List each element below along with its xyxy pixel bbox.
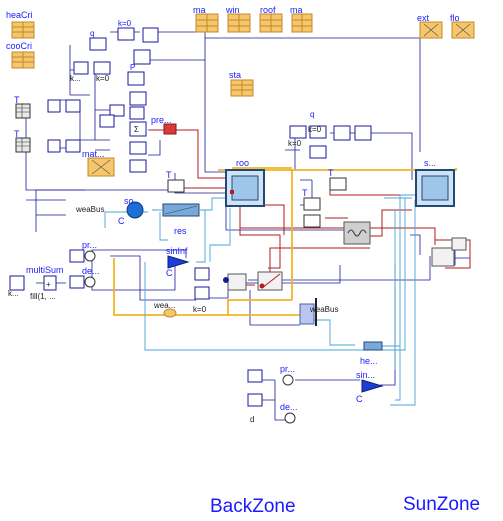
ext-label: ext [417,13,430,23]
sunzone-title: SunZone [403,494,480,515]
sum-block[interactable]: Σ [129,121,147,137]
gain-block-top[interactable]: k... [70,61,89,83]
weaBus-left-label: weaBus [75,205,104,214]
C-so-label: C [118,216,125,226]
res-block[interactable]: res [162,203,200,236]
const-k0-top[interactable]: k=0 [93,61,111,83]
pr-block-1[interactable]: pr... [69,240,97,263]
roof-block[interactable]: roof [259,5,283,33]
svg-text:Σ: Σ [134,125,139,134]
C-sin2-label: C [356,394,363,404]
low-blocks[interactable]: k=0 [193,267,210,314]
wea-small-block[interactable]: wea... [153,301,177,318]
de-block-1[interactable]: de... [69,266,100,289]
P-label: P [130,63,135,72]
T-sun-label: T [328,168,334,178]
valve-blocks[interactable] [223,271,283,291]
res-label: res [174,226,187,236]
sun-control-blocks[interactable]: q k=0 k=0 [288,110,372,159]
backzone-title: BackZone [210,496,296,517]
win-label: win [225,5,240,15]
roof-label: roof [260,5,276,15]
he-block[interactable]: he... [360,341,383,366]
k0-low-label: k=0 [193,305,207,314]
cooCri-block[interactable]: cooCri [6,41,35,69]
conv-blocks-left[interactable] [47,99,81,153]
heaCri-label: heaCri [6,10,33,20]
ma2-block[interactable]: ma [290,5,313,33]
roo-label: roo [236,158,249,168]
multiSum-label: multiSum [26,265,64,275]
thermal-conductor[interactable] [343,221,371,245]
q-sun-label: q [310,110,314,119]
he-label: he... [360,356,378,366]
de2-label: de... [280,402,298,412]
k0-sun2-label: k=0 [288,139,302,148]
T-sensor-roo[interactable]: T [166,170,185,193]
source-block[interactable]: so... C [118,196,144,226]
ext-block[interactable]: ext [417,13,443,39]
ma2-label: ma [290,5,303,15]
flo-label: flo [450,13,460,23]
table-T-mid[interactable]: T [14,129,31,153]
win-block[interactable]: win [225,5,251,33]
wea-small-label: wea... [153,301,175,310]
multiSum-block[interactable]: + multiSum fill(1, ... k... [8,265,64,301]
k0-label-top: k=0 [96,74,110,83]
right-sensor-block[interactable] [431,237,467,267]
d-label: d [250,415,254,424]
de1-label: de... [82,266,100,276]
ks-label: k=0 [118,19,132,28]
s-zone-label: s... [424,158,436,168]
mat-label: mat... [82,149,105,159]
T-label-top: T [14,95,20,105]
k0-sun1-label: k=0 [308,125,322,134]
T-sensor-sun[interactable]: T [328,168,347,191]
de-block-2[interactable]: de... d [250,402,298,424]
so-label: so... [124,196,141,206]
pre-block[interactable]: pre... [151,115,177,135]
sun-zone-block[interactable]: s... [415,158,455,207]
fill-label: fill(1, ... [30,292,56,301]
sin2-block[interactable]: sin... C [356,370,384,404]
k-left-label: k... [8,289,19,298]
q-label-top: q [90,29,94,38]
table-T-top[interactable]: T [14,95,31,119]
C-sin-label: C [166,268,173,278]
T-label-mid: T [14,129,20,139]
roo-block[interactable]: roo [225,158,265,207]
sta-block[interactable]: sta [229,70,254,97]
sinInf-block[interactable]: sinInf C [166,246,190,278]
svg-text:+: + [46,280,51,289]
pr1-label: pr... [82,240,97,250]
heaCri-block[interactable]: heaCri [6,10,35,39]
mat-block[interactable]: mat... [82,149,115,177]
switch-block-top[interactable]: k=0 [117,19,159,65]
T-roo-label: T [166,170,172,180]
ma1-label: ma [193,5,206,15]
sinInf-label: sinInf [166,246,188,256]
pr2-label: pr... [280,364,295,374]
q-block-top[interactable]: q [89,29,107,51]
weaBus-right-label: weaBus [309,305,338,314]
sin2-label: sin... [356,370,375,380]
gain-blocks-mid[interactable] [99,114,147,173]
T-sun2-label: T [302,188,308,198]
pr-block-2[interactable]: pr... [247,364,295,407]
k-label-top: k... [70,74,81,83]
T-sensor-sun2[interactable]: T [302,188,321,228]
P-blocks[interactable]: P [109,63,147,120]
weaBus-right[interactable]: weaBus [299,298,338,326]
pre-label: pre... [151,115,172,125]
ma1-block[interactable]: ma [193,5,219,33]
sta-label: sta [229,70,241,80]
flo-block[interactable]: flo [450,13,475,39]
weaBus-left[interactable]: weaBus [75,205,104,214]
cooCri-label: cooCri [6,41,32,51]
